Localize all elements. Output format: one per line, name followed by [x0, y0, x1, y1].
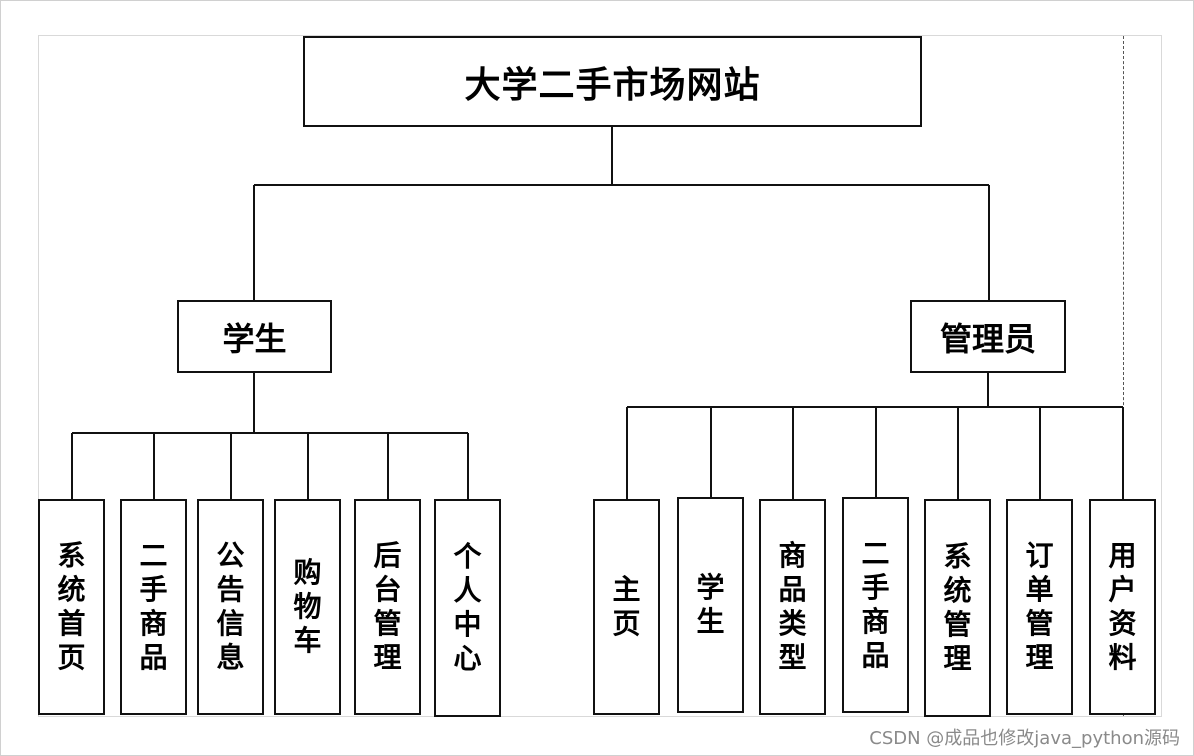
leaf-node-student-personal-center: 个人中心 [434, 499, 501, 717]
leaf-label: 后台管理 [373, 539, 402, 674]
leaf-label: 个人中心 [453, 540, 482, 675]
leaf-label: 二手商品 [861, 537, 890, 672]
root-node: 大学二手市场网站 [303, 36, 922, 127]
leaf-node-student-used-goods: 二手商品 [120, 499, 187, 715]
leaf-node-admin-order-management: 订单管理 [1006, 499, 1073, 715]
leaf-node-admin-used-goods: 二手商品 [842, 497, 909, 713]
leaf-node-student-cart: 购物车 [274, 499, 341, 715]
leaf-label: 商品类型 [778, 539, 807, 674]
leaf-label: 系统管理 [943, 540, 972, 675]
branch-node-admin: 管理员 [910, 300, 1066, 373]
dashed-guide-line [1123, 36, 1124, 716]
leaf-node-student-announcements: 公告信息 [197, 499, 264, 715]
leaf-label: 用户资料 [1108, 539, 1137, 674]
leaf-label: 公告信息 [216, 539, 245, 674]
leaf-node-student-system-home: 系统首页 [38, 499, 105, 715]
leaf-label: 主页 [612, 573, 641, 640]
watermark: CSDN @成品也修改java_python源码 [869, 728, 1180, 749]
leaf-node-admin-home: 主页 [593, 499, 660, 715]
branch-label-admin: 管理员 [939, 319, 1036, 358]
leaf-label: 订单管理 [1025, 539, 1054, 674]
branch-label-student: 学生 [222, 319, 287, 358]
leaf-label: 学生 [696, 571, 725, 638]
leaf-label: 购物车 [293, 556, 322, 657]
root-label: 大学二手市场网站 [464, 64, 761, 106]
leaf-node-admin-user-profile: 用户资料 [1089, 499, 1156, 715]
leaf-label: 二手商品 [139, 539, 168, 674]
leaf-node-student-backend-admin: 后台管理 [354, 499, 421, 715]
leaf-node-admin-goods-types: 商品类型 [759, 499, 826, 715]
leaf-node-admin-students: 学生 [677, 497, 744, 713]
inner-frame [38, 35, 1162, 717]
leaf-label: 系统首页 [57, 539, 86, 674]
leaf-node-admin-system-management: 系统管理 [924, 499, 991, 717]
branch-node-student: 学生 [177, 300, 332, 373]
